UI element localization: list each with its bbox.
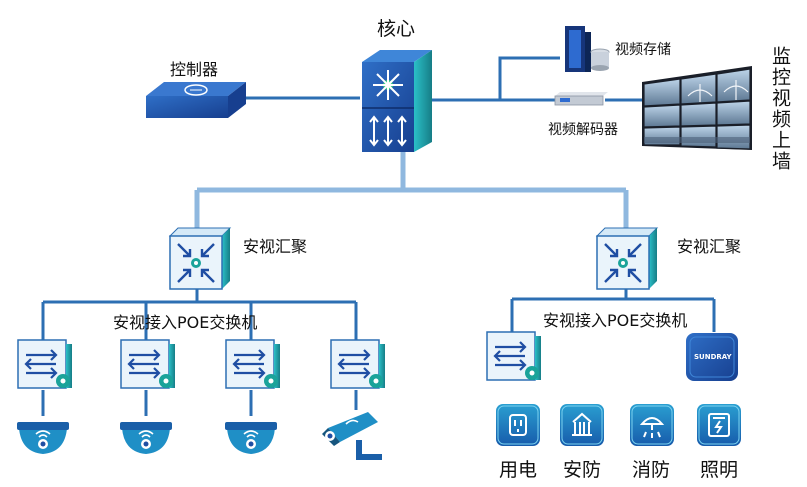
wifi-icon [138,430,154,438]
dome-camera-2 [120,422,172,454]
controller-device [146,82,246,118]
switch-panel-icon [708,413,730,437]
links-access [41,285,716,416]
access-switch-5 [486,331,541,381]
decoder-label: 视频解码器 [548,122,618,138]
wifi-icon [345,419,359,425]
terminal-label-power: 用电 [499,459,538,481]
access-left-label: 安视接入POE交换机 [113,313,258,332]
access-switch-3 [225,339,280,389]
links-tree [194,150,629,228]
aggregation-right-label: 安视汇聚 [677,237,742,256]
swap-arrows-icon [232,349,266,379]
aggregation-switch-right [595,227,659,290]
brand-gateway-device [686,333,738,381]
terminal-label-security: 安防 [563,459,602,481]
power-tile [496,404,540,446]
terminal-label-fire: 消防 [632,459,671,481]
swap-arrows-icon [24,349,58,379]
swap-arrows-icon [127,349,161,379]
dome-camera-1 [17,422,69,454]
link-core-storage [430,56,560,102]
decoder-device [554,92,608,106]
gate-icon [572,412,592,436]
aggregation-switch-left [168,227,232,290]
storage-label: 视频存储 [615,42,671,58]
access-switch-1 [17,339,72,389]
terminal-label-lighting: 照明 [700,459,739,481]
converge-arrows-icon [177,243,215,283]
dome-camera-3 [225,422,277,454]
swap-arrows-icon [337,349,371,379]
links [246,56,642,102]
arrows-radial-icon [373,70,403,100]
brand-badge-label: SUNDRAY [694,353,732,361]
lighting-tile [697,404,741,446]
socket-icon [509,414,527,436]
arrows-updown-icon [369,115,407,147]
swap-arrows-icon [493,341,527,371]
logo-icon [184,84,208,96]
core-switch [362,50,432,152]
storage-device [565,26,610,72]
controller-label: 控制器 [170,60,219,79]
video-wall [642,66,752,150]
video-wall-label: 监控视频上墙 [769,46,791,172]
sprinkler-icon [639,417,665,438]
access-right-label: 安视接入POE交换机 [543,311,688,330]
fire-tile [630,404,674,446]
bullet-camera [322,412,382,460]
wifi-icon [243,430,259,438]
access-switch-4 [330,339,385,389]
aggregation-left-label: 安视汇聚 [243,237,308,256]
access-switch-2 [120,339,175,389]
wifi-icon [35,430,51,438]
security-tile [560,404,604,446]
core-label: 核心 [377,18,416,40]
converge-arrows-icon [604,243,642,283]
